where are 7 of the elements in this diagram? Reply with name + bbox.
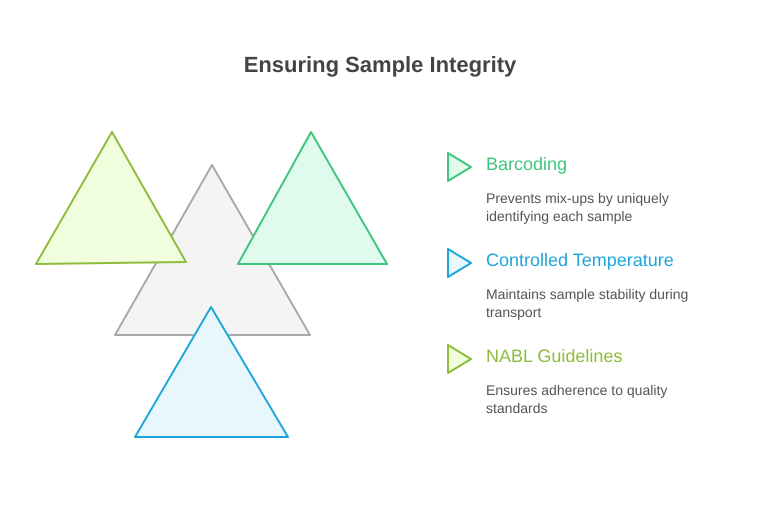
- item-description: Ensures adherence to quality standards: [486, 381, 668, 417]
- item-heading: Controlled Temperature: [486, 250, 674, 271]
- item-description: Prevents mix-ups by uniquely identifying each sample: [486, 189, 670, 225]
- item-heading: Barcoding: [486, 154, 568, 175]
- title: Ensuring Sample Integrity: [242, 52, 518, 78]
- item-heading: NABL Guidelines: [486, 346, 622, 367]
- item-description: Maintains sample stability during transport: [486, 285, 690, 321]
